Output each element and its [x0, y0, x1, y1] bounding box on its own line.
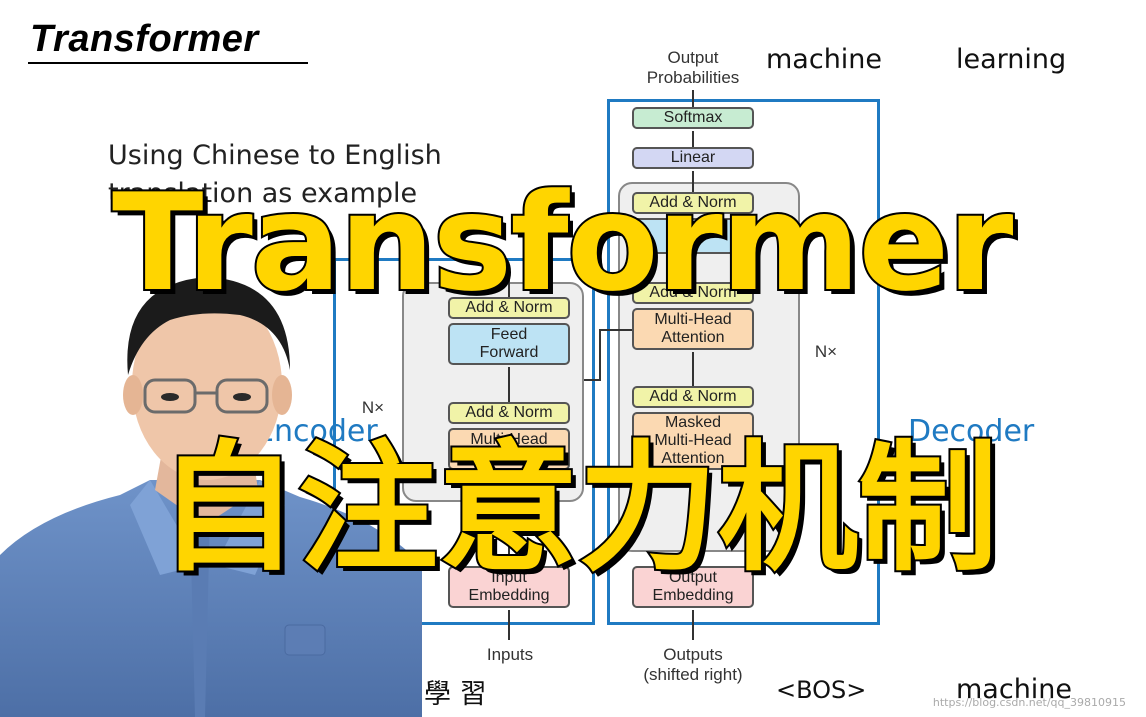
encoder-frame	[333, 258, 595, 625]
encoder-nx-label: N×	[361, 398, 385, 417]
decoder-masked-multi-head-attention: Masked Multi-Head Attention	[632, 412, 754, 470]
decoder-frame	[607, 99, 880, 625]
encoder-add-norm-top: Add & Norm	[448, 297, 570, 319]
encoder-add-norm-bottom: Add & Norm	[448, 402, 570, 424]
linear-box: Linear	[632, 147, 754, 169]
decoder-add-norm-middle: Add & Norm	[632, 282, 754, 304]
decoder-add-norm-top: Add & Norm	[632, 192, 754, 214]
presenter-photo	[0, 277, 422, 717]
decoder-feed-forward	[632, 218, 754, 254]
decoder-label: Decoder	[908, 414, 1035, 449]
watermark-url: https://blog.csdn.net/qq_39810915	[932, 696, 1126, 709]
slide-subtitle: Using Chinese to English translation as …	[108, 140, 442, 209]
arrow-encoder-to-decoder	[584, 329, 632, 381]
overlay-title-self-attention: 自注意力机制	[156, 428, 1000, 592]
bos-token: <BOS>	[776, 676, 867, 704]
input-word-xuexi: 學 習	[424, 679, 487, 710]
output-probabilities-label: Output Probabilities	[646, 48, 740, 87]
slide-title: Transformer	[30, 18, 259, 60]
inputs-label: Inputs	[486, 645, 534, 664]
input-embedding: Input Embedding	[448, 566, 570, 608]
title-underline	[28, 62, 308, 64]
encoder-multi-head-attention: Multi-Head Attention	[448, 428, 570, 470]
softmax-box: Softmax	[632, 107, 754, 129]
output-embedding: Output Embedding	[632, 566, 754, 608]
bottom-word-machine: machine	[956, 674, 1073, 705]
decoder-nx-label: N×	[814, 342, 838, 361]
outputs-label: Outputs (shifted right)	[643, 645, 743, 684]
decoder-multi-head-attention: Multi-Head Attention	[632, 308, 754, 350]
decoder-add-norm-bottom: Add & Norm	[632, 386, 754, 408]
output-word-machine: machine	[766, 44, 883, 75]
overlay-title-transformer: Transformer	[110, 165, 1015, 321]
encoder-feed-forward: Feed Forward	[448, 323, 570, 365]
output-word-learning: learning	[956, 44, 1067, 75]
